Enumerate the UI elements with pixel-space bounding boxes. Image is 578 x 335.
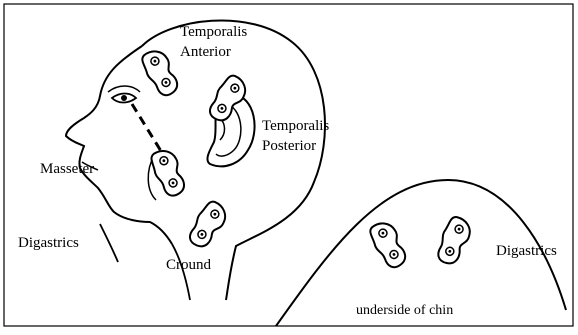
electrode-digastric-left: [367, 219, 409, 272]
label-temporalis-posterior: Temporalis Posterior: [262, 116, 329, 156]
neck-front: [100, 224, 118, 262]
label-ground: Cround: [166, 258, 211, 273]
label-digastrics-right: Digastrics: [496, 244, 557, 259]
label-masseter: Masseter: [40, 162, 94, 177]
label-temporalis-anterior: Temporalis Anterior: [180, 22, 247, 62]
electrode-temporalis-anterior: [139, 47, 181, 100]
label-digastrics-left: Digastrics: [18, 236, 79, 251]
dashed-guide-line: [132, 104, 164, 156]
electrode-digastric-right: [432, 214, 474, 267]
label-underside-of-chin: underside of chin: [356, 304, 453, 318]
electrode-ground: [184, 199, 231, 252]
electrode-masseter: [149, 147, 188, 199]
eyebrow: [108, 86, 140, 92]
eye-pupil: [121, 95, 127, 101]
